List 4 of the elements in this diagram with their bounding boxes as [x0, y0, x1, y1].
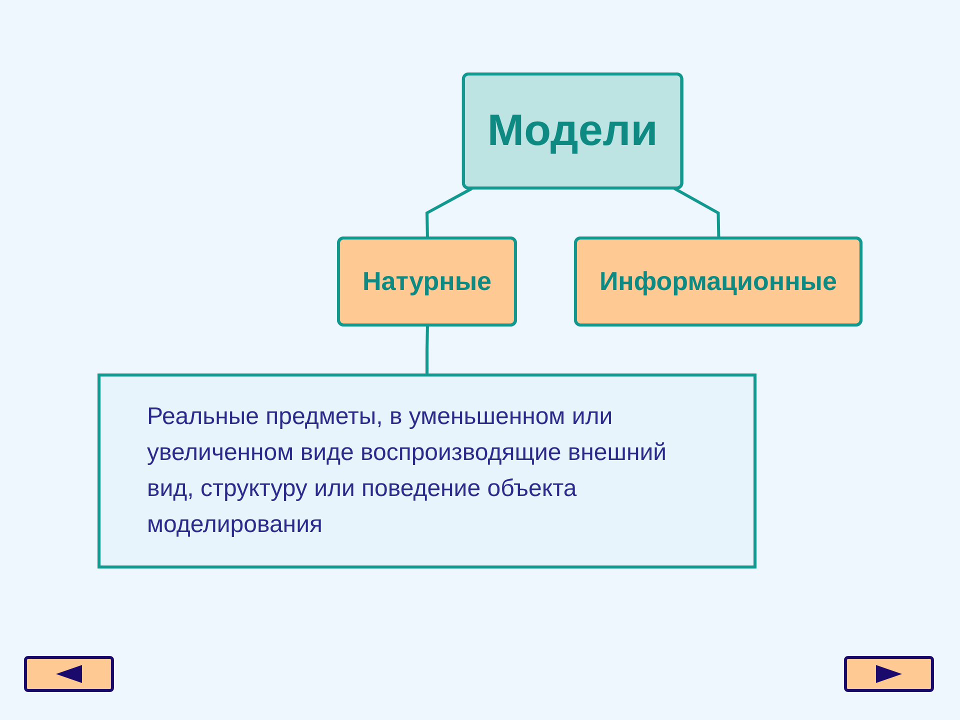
connector — [425, 186, 473, 238]
connector — [426, 324, 429, 374]
node-box: Реальные предметы, в уменьшенном или увеличенном виде воспроизводящие внешний вид, структуру или поведение объекта моделирования — [98, 373, 756, 568]
connector — [674, 186, 720, 238]
